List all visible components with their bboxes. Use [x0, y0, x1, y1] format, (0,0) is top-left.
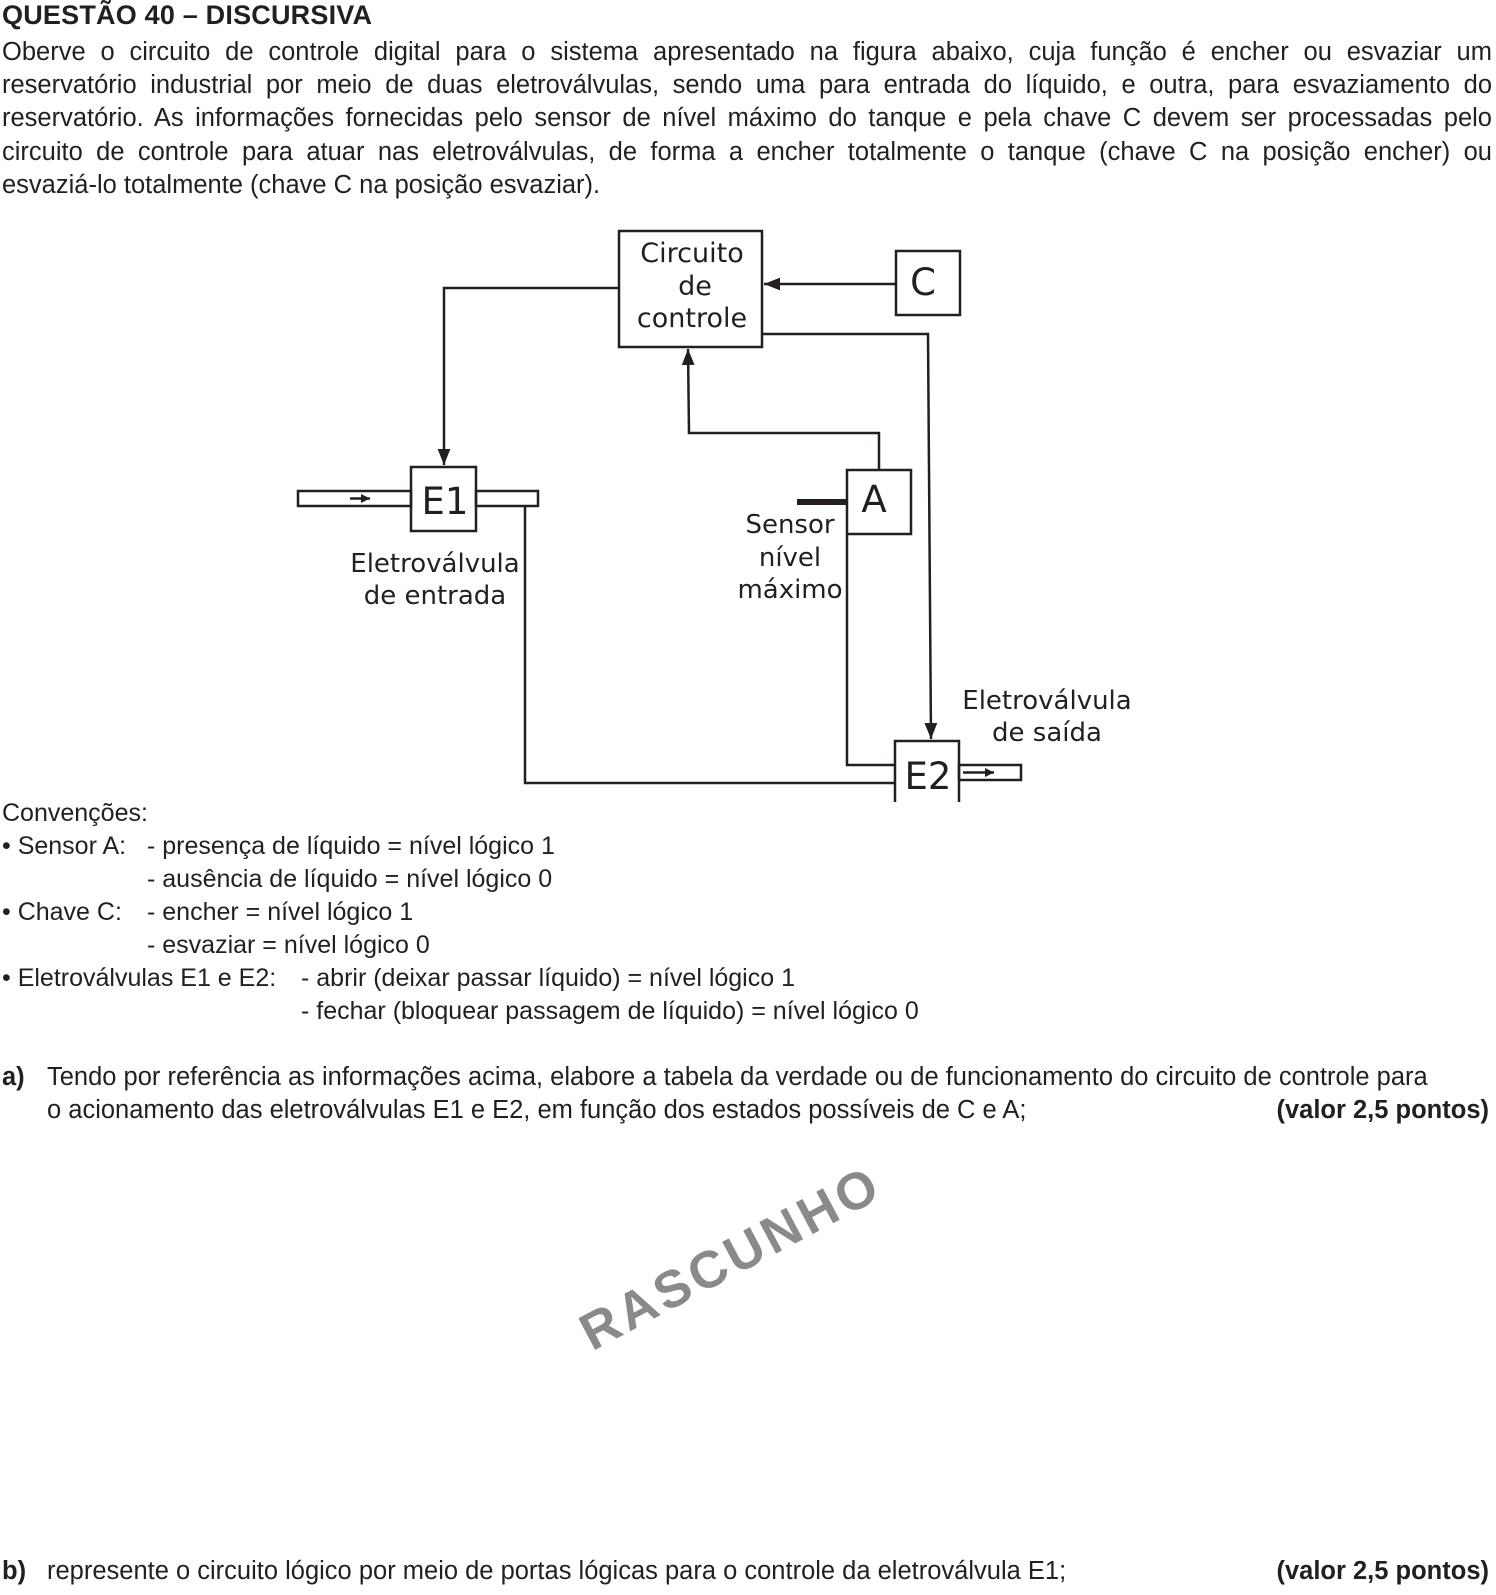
question-a: a) Tendo por referência as informações a… [2, 1061, 1494, 1131]
question-a-letter: a) [2, 1063, 25, 1091]
convention-line: - abrir (deixar passar líquido) = nível … [301, 964, 795, 992]
question-a-text: o acionamento das eletroválvulas E1 e E2… [47, 1096, 1027, 1124]
question-a-text: Tendo por referência as informações acim… [47, 1063, 1428, 1091]
intro-line: reservatório industrial por meio de duas… [2, 71, 1492, 100]
sensor-caption: máximo [737, 575, 842, 605]
tank-wall-right [845, 534, 895, 767]
intro-line: reservatório. As informações fornecidas … [2, 104, 1492, 133]
intro-paragraph: Oberve o circuito de controle digital pa… [2, 36, 1492, 202]
control-to-e1-line [437, 286, 619, 465]
question-b: b) represente o circuito lógico por meio… [2, 1555, 1494, 1591]
e1-outlet-pipe [474, 489, 540, 508]
question-title: QUESTÃO 40 – DISCURSIVA [2, 0, 373, 30]
valve-e1-label: E1 [422, 480, 469, 523]
switch-c-label: C [910, 261, 936, 304]
question-a-points: (valor 2,5 pontos) [1276, 1096, 1489, 1124]
sensor-caption: nível [759, 543, 821, 573]
inlet-valve-caption: de entrada [364, 581, 507, 611]
control-box-label: de [678, 271, 712, 302]
convention-line: - presença de líquido = nível lógico 1 [147, 832, 555, 860]
outlet-pipe [957, 763, 1023, 782]
tank-wall-left [523, 506, 895, 785]
control-to-e2-line [762, 332, 938, 740]
intro-line: esvaziá-lo totalmente (chave C na posiçã… [2, 170, 601, 199]
outlet-valve-caption: de saída [992, 718, 1102, 748]
inlet-valve-caption: Eletroválvula [350, 549, 519, 579]
convention-line: - encher = nível lógico 1 [147, 898, 414, 926]
convention-valves-label: • Eletroválvulas E1 e E2: [2, 964, 277, 992]
inlet-pipe [296, 489, 413, 508]
question-b-points: (valor 2,5 pontos) [1276, 1557, 1489, 1585]
conventions-heading: Convenções: [2, 799, 148, 827]
convention-sensor-label: • Sensor A: [2, 832, 127, 860]
intro-line: Oberve o circuito de controle digital pa… [2, 38, 1492, 66]
question-b-letter: b) [2, 1557, 27, 1585]
convention-line: - esvaziar = nível lógico 0 [147, 931, 430, 959]
sensor-to-control-line [681, 348, 881, 470]
outlet-valve-caption: Eletroválvula [962, 686, 1131, 716]
convention-line: - ausência de líquido = nível lógico 0 [147, 865, 553, 893]
convention-switch-label: • Chave C: [2, 898, 122, 926]
sensor-caption: Sensor [745, 510, 834, 540]
question-b-text: represente o circuito lógico por meio de… [47, 1557, 1067, 1585]
control-box-label: controle [637, 303, 747, 334]
control-box-label: Circuito [640, 238, 743, 269]
intro-line: circuito de controle para atuar nas elet… [2, 137, 1492, 166]
convention-line: - fechar (bloquear passagem de líquido) … [301, 997, 919, 1025]
sensor-a-label: A [861, 478, 886, 521]
valve-e2-label: E2 [905, 755, 952, 798]
